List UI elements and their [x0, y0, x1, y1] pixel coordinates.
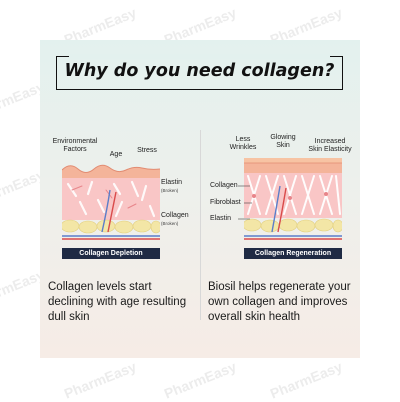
depletion-description: Collagen levels start declining with age… [48, 281, 187, 323]
label-collagen: Collagen [210, 182, 238, 189]
label-elastin: Elastin [210, 215, 232, 222]
regeneration-description: Biosil helps regenerate your own collage… [208, 281, 351, 323]
label-environmental-factors: Environmental Factors [52, 138, 98, 153]
label-increased-elasticity: Increased Skin Elasticity [308, 138, 352, 153]
label-collagen-sub: (Broken) [161, 221, 179, 226]
page-title: Why do you need collagen? [64, 61, 335, 81]
label-elastin-sub: (Broken) [161, 188, 179, 193]
label-stress: Stress [137, 147, 157, 154]
label-glowing-skin: Glowing Skin [270, 134, 296, 149]
label-collagen-text: Collagen [161, 212, 189, 219]
depletion-banner: Collagen Depletion [62, 248, 160, 259]
skin-depleted-illustration [62, 164, 160, 240]
watermark: PharmEasy [161, 358, 239, 402]
watermark: PharmEasy [267, 358, 345, 402]
label-less-wrinkles: Less Wrinkles [229, 136, 257, 151]
label-age: Age [109, 151, 123, 158]
skin-regenerated-illustration [244, 158, 342, 240]
label-collagen-broken: Collagen (Broken) [161, 212, 189, 228]
label-fibroblast: Fibroblast [210, 199, 241, 206]
title-frame [56, 54, 343, 90]
center-divider [200, 130, 201, 320]
label-elastin-text: Elastin [161, 179, 183, 186]
label-elastin-broken: Elastin (Broken) [161, 179, 182, 195]
regeneration-banner: Collagen Regeneration [244, 248, 342, 259]
watermark: PharmEasy [61, 358, 139, 402]
label-pointer-lines [238, 185, 252, 220]
